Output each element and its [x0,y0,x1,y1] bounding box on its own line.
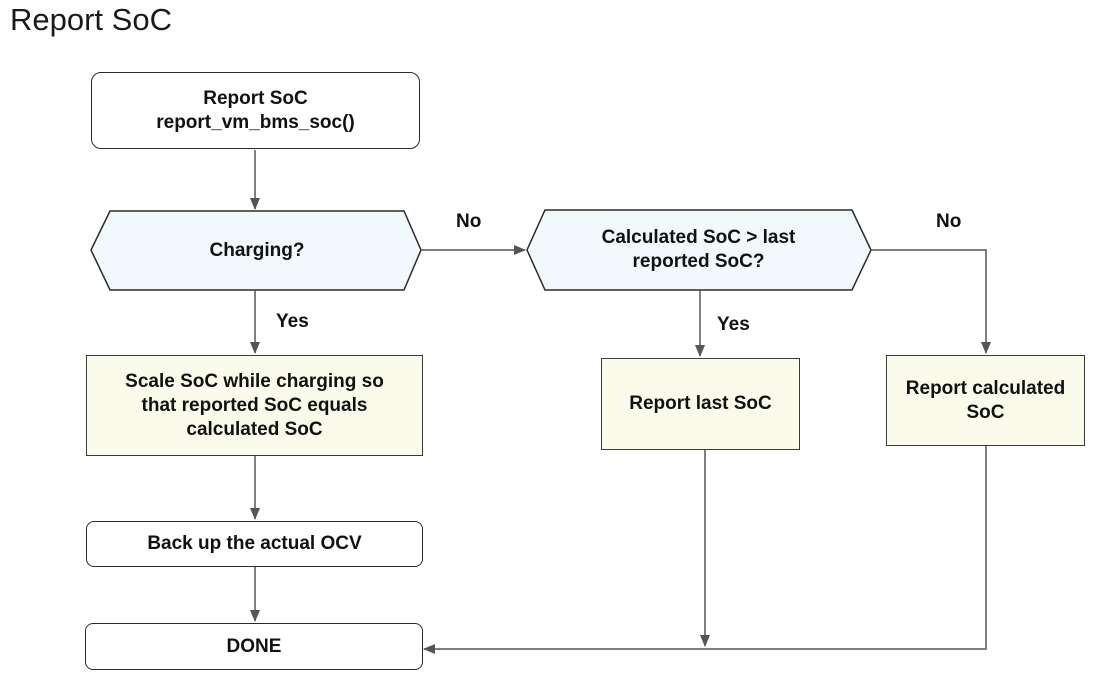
scale-soc-line1: Scale SoC while charging so [125,370,384,392]
done-label: DONE [226,635,282,657]
report-last-soc-label: Report last SoC [629,393,772,414]
edge-compare-no [871,249,991,354]
compare-decision-shape [526,209,872,291]
scale-soc-line3: calculated SoC [186,418,323,440]
report-last-soc-node: Report last SoC [601,358,800,450]
charging-decision-label: Charging? [209,239,305,261]
edge-label-charging-no: No [456,211,482,232]
compare-decision: Calculated SoC > last reported SoC? [545,210,852,290]
done-node: DONE [85,623,423,670]
scale-soc-node: Scale SoC while charging so that reporte… [86,355,423,456]
backup-ocv-node: Back up the actual OCV [86,521,423,567]
report-calculated-soc-node: Report calculated SoC [886,355,1085,446]
report-calculated-soc-line1: Report calculated [905,377,1066,399]
page-title: Report SoC [10,2,172,37]
edge-report-calc-to-done [423,446,987,654]
edge-label-charging-yes: Yes [276,311,309,332]
backup-ocv-label: Back up the actual OCV [147,533,362,554]
report-calculated-soc-line2: SoC [966,401,1005,423]
compare-decision-line1: Calculated SoC > last [601,227,796,248]
start-node-title: Report SoC [203,87,308,109]
charging-decision: Charging? [110,211,404,290]
edge-label-compare-no: No [936,211,962,232]
compare-decision-line2: reported SoC? [632,251,765,272]
charging-decision-shape [90,210,422,291]
scale-soc-line2: that reported SoC equals [141,394,368,416]
start-node: Report SoC report_vm_bms_soc() [91,72,420,149]
edge-label-compare-yes: Yes [717,314,750,335]
start-node-function: report_vm_bms_soc() [156,111,355,133]
